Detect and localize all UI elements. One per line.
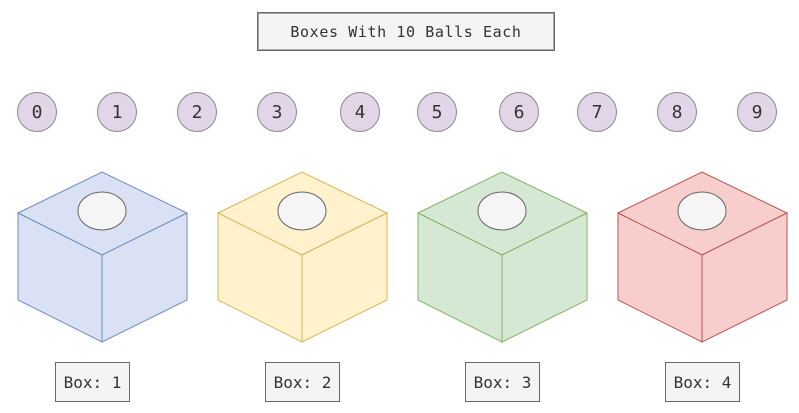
box-4-label: Box: 4 (665, 362, 740, 402)
ball-4: 4 (340, 92, 380, 132)
ball-0: 0 (17, 92, 57, 132)
box-3-hole (477, 191, 527, 231)
box-3 (416, 171, 589, 343)
box-4-hole (677, 191, 727, 231)
ball-2: 2 (177, 92, 217, 132)
box-3-label: Box: 3 (465, 362, 540, 402)
box-1-hole (77, 191, 127, 231)
box-4 (616, 171, 789, 343)
box-4-right (701, 212, 788, 343)
ball-1: 1 (97, 92, 137, 132)
box-1 (16, 171, 189, 343)
ball-6: 6 (499, 92, 539, 132)
diagram-title: Boxes With 10 Balls Each (257, 12, 555, 51)
ball-5: 5 (417, 92, 457, 132)
box-3-right (501, 212, 588, 343)
ball-8: 8 (657, 92, 697, 132)
box-2-label: Box: 2 (265, 362, 340, 402)
box-1-label: Box: 1 (55, 362, 130, 402)
box-2 (216, 171, 389, 343)
box-2-hole (277, 191, 327, 231)
box-1-right (101, 212, 188, 343)
ball-9: 9 (737, 92, 777, 132)
ball-3: 3 (257, 92, 297, 132)
ball-7: 7 (577, 92, 617, 132)
box-2-right (301, 212, 388, 343)
